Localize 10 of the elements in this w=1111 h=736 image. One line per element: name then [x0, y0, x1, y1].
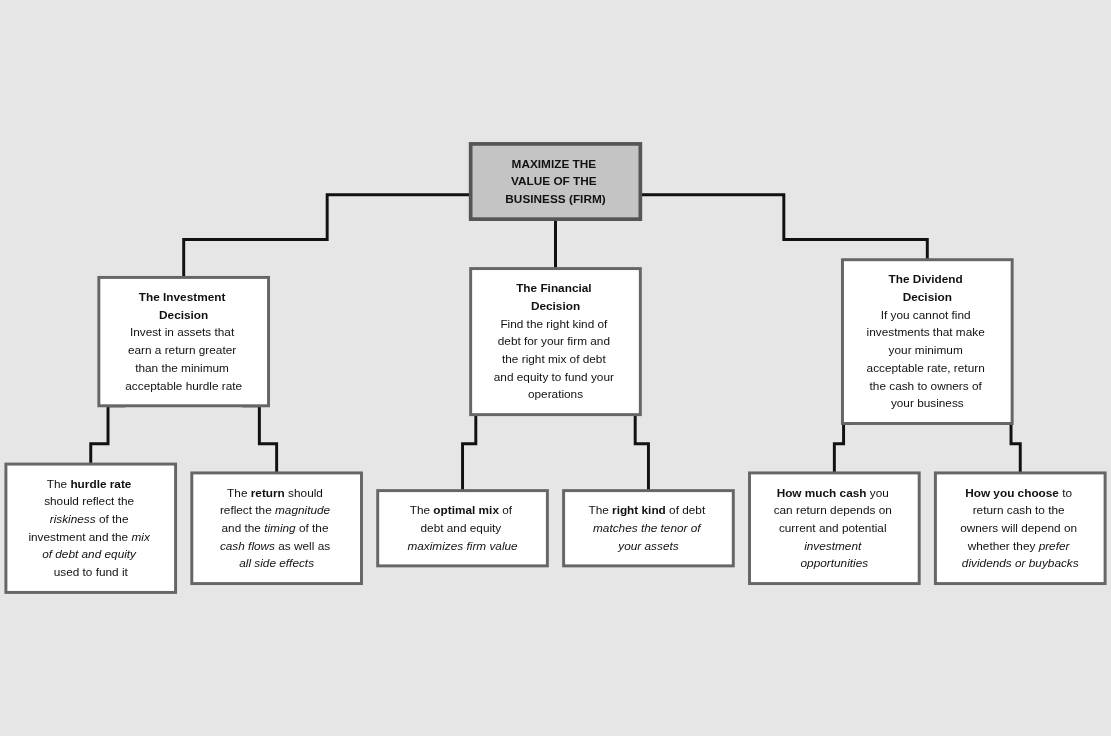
node-box: How much cash you can return depends on current and potential investment opportunities — [748, 471, 921, 585]
node-box: MAXIMIZE THE VALUE OF THE BUSINESS (FIRM) — [468, 141, 643, 221]
node-box: The optimal mix of debt and equity maximizes firm value — [376, 488, 549, 568]
node-box: The return should reflect the magnitude and the timing of the cash flows as well as all side effects — [190, 471, 363, 585]
node-box: The Financial Decision Find the right kind of debt for your firm and the right mix of debt and equity to fund your operations — [469, 266, 642, 416]
node-box: The hurdle rate should reflect the riskiness of the investment and the mix of debt and equity used to fund it — [4, 462, 178, 594]
node-box: How you choose to return cash to the owners will depend on whether they prefer dividends or buybacks — [933, 471, 1107, 585]
node-box: The Investment Decision Invest in assets that earn a return greater than the minimum acceptable hurdle rate — [97, 275, 270, 408]
node-box: The Dividend Decision If you cannot find investments that make your minimum acceptable rate, return the cash to owners of your business — [841, 258, 1014, 425]
node-box: The right kind of debt matches the tenor of your assets — [562, 488, 735, 568]
